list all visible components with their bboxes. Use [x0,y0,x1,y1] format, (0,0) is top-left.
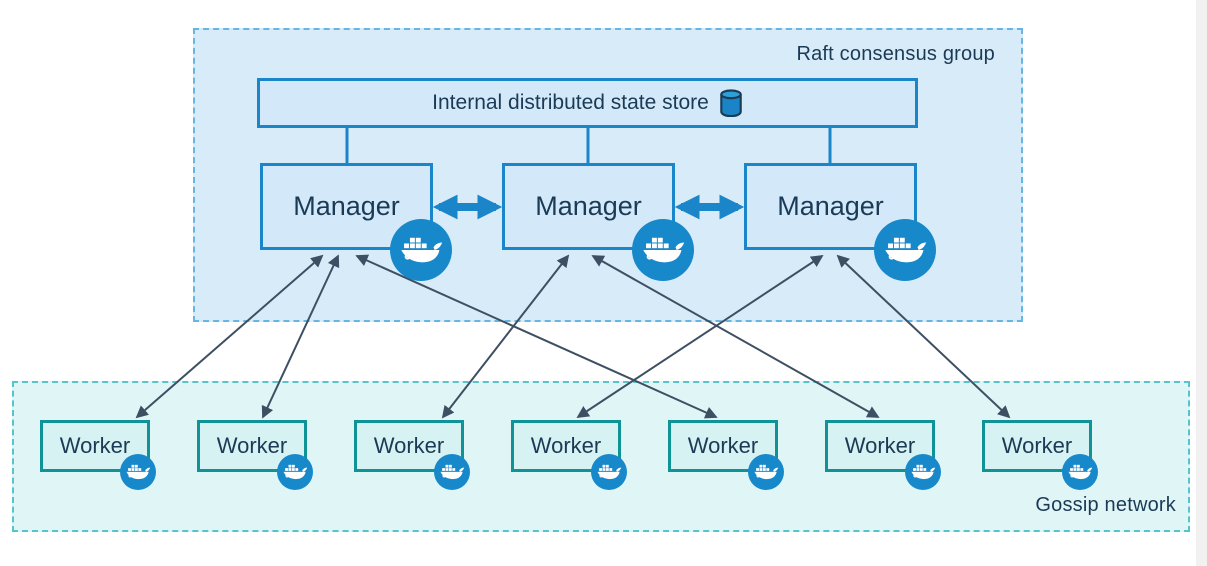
docker-badge-manager-3 [874,219,936,281]
docker-whale-icon [401,238,443,263]
manager-label: Manager [777,191,884,221]
worker-label: Worker [59,433,131,458]
manager-node-3: Manager [744,163,917,250]
state-store-label: Internal distributed state store [432,91,709,114]
worker-label: Worker [1001,433,1073,458]
docker-badge-worker-4 [591,454,627,490]
docker-badge-manager-1 [390,219,452,281]
worker-label: Worker [844,433,916,458]
state-store-to-manager-connectors [345,128,832,164]
docker-whale-icon [283,465,308,480]
database-cylinder-icon [720,89,742,117]
docker-badge-worker-6 [905,454,941,490]
worker-label: Worker [373,433,445,458]
docker-whale-icon [597,465,622,480]
worker-label: Worker [216,433,288,458]
docker-badge-worker-1 [120,454,156,490]
docker-badge-worker-2 [277,454,313,490]
docker-badge-worker-3 [434,454,470,490]
docker-whale-icon [1068,465,1093,480]
worker-label: Worker [687,433,759,458]
docker-badge-worker-5 [748,454,784,490]
page-edge-strip [1196,0,1207,566]
worker-node-7: Worker [982,420,1092,472]
manager-label: Manager [293,191,400,221]
docker-badge-worker-7 [1062,454,1098,490]
manager-label: Manager [535,191,642,221]
docker-whale-icon [911,465,936,480]
worker-label: Worker [530,433,602,458]
docker-whale-icon [126,465,151,480]
docker-whale-icon [643,238,685,263]
gossip-network-label: Gossip network [1035,494,1176,516]
docker-badge-manager-2 [632,219,694,281]
docker-whale-icon [885,238,927,263]
raft-group-label: Raft consensus group [796,43,995,65]
docker-whale-icon [440,465,465,480]
manager-to-worker-arrows [135,254,1011,419]
docker-whale-icon [754,465,779,480]
state-store-node: Internal distributed state store [257,78,918,128]
